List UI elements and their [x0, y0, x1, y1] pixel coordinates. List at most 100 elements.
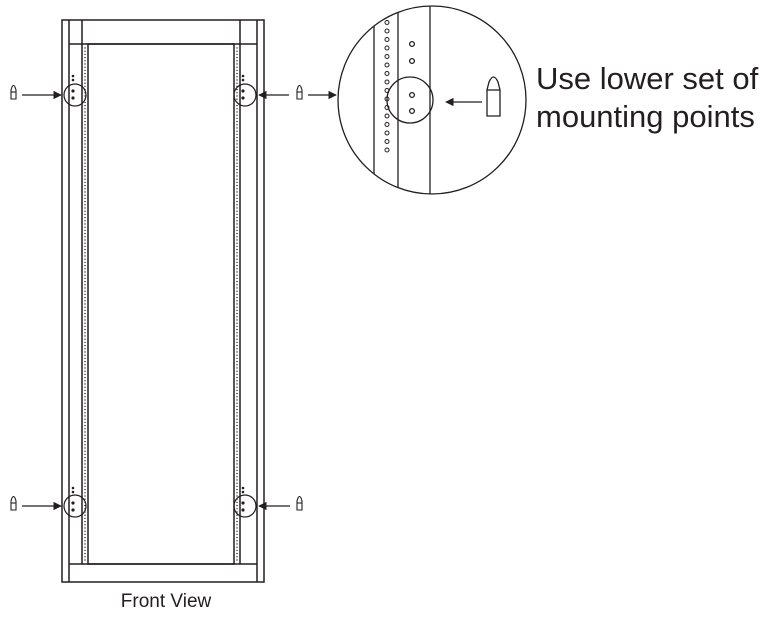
- rail-hole: [84, 85, 86, 88]
- mounting-point-top-left: [63, 83, 87, 107]
- mounting-instruction: Use lower set of mounting points: [536, 60, 758, 136]
- rail-hole: [236, 408, 238, 411]
- rail-hole: [84, 268, 86, 270]
- rail-hole: [84, 181, 86, 184]
- rail-hole: [84, 453, 86, 456]
- rail-hole: [84, 284, 86, 286]
- rail-hole: [84, 258, 86, 260]
- rail-hole: [84, 543, 86, 545]
- rail-hole: [84, 412, 86, 414]
- screw-icon: [10, 495, 17, 511]
- rail-hole: [236, 437, 238, 440]
- rail-hole: [236, 415, 238, 417]
- rail-hole: [84, 204, 86, 206]
- rail-hole: [84, 178, 86, 180]
- detail-magnifier: [337, 5, 527, 195]
- rail-hole: [84, 399, 86, 401]
- rail-hole: [84, 226, 86, 228]
- rail-hole: [84, 450, 86, 452]
- rail-hole: [236, 309, 238, 312]
- rail-hole: [236, 472, 238, 475]
- rail-hole: [236, 344, 238, 347]
- rail-hole: [236, 172, 238, 174]
- rail-hole: [84, 405, 86, 408]
- rail-hole: [236, 364, 238, 366]
- rail-hole: [84, 392, 86, 395]
- detail-rail-hole: [384, 45, 390, 51]
- detail-rail-hole: [384, 130, 390, 136]
- rail-hole: [84, 476, 86, 478]
- rail-hole: [236, 188, 238, 190]
- rail-hole: [84, 255, 86, 257]
- rail-hole: [236, 159, 238, 161]
- rail-hole: [236, 367, 238, 369]
- rail-hole: [236, 543, 238, 545]
- rail-hole: [236, 207, 238, 209]
- rail-hole: [236, 492, 238, 494]
- rail-hole: [84, 159, 86, 161]
- rail-hole: [236, 402, 238, 404]
- rail-hole: [236, 200, 238, 203]
- rail-hole: [84, 463, 86, 465]
- rail-hole: [236, 149, 238, 152]
- rail-hole: [84, 530, 86, 532]
- rail-hole: [236, 229, 238, 232]
- detail-rail-hole: [384, 20, 390, 25]
- rail-hole: [84, 341, 86, 344]
- rail-hole: [236, 252, 238, 254]
- rail-hole: [84, 460, 86, 462]
- rail-hole: [236, 351, 238, 353]
- detail-rail-hole: [384, 11, 390, 17]
- screw-icon: [486, 76, 501, 117]
- rail-hole: [236, 357, 238, 360]
- rail-hole: [236, 181, 238, 184]
- rail-hole: [84, 200, 86, 203]
- rail-hole: [84, 424, 86, 427]
- rail-hole: [84, 184, 86, 187]
- mounting-point-bottom-right: [233, 494, 257, 518]
- rail-hole: [84, 111, 86, 113]
- rail-hole: [236, 47, 238, 49]
- rail-hole: [84, 197, 86, 200]
- rail-hole: [84, 303, 86, 305]
- rail-hole: [236, 63, 238, 65]
- rail-hole: [84, 120, 86, 123]
- rail-hole: [236, 524, 238, 526]
- rail-hole: [84, 418, 86, 420]
- rail-hole: [84, 434, 86, 436]
- rail-hole: [236, 136, 238, 139]
- rail-hole: [84, 376, 86, 379]
- rail-hole: [236, 277, 238, 280]
- rail-hole: [84, 50, 86, 52]
- rail-hole: [84, 152, 86, 155]
- rail-hole: [236, 284, 238, 286]
- rail-hole: [84, 60, 86, 62]
- rail-hole: [84, 322, 86, 324]
- instruction-line-1: Use lower set of: [536, 61, 759, 96]
- detail-mount-hole: [408, 91, 416, 99]
- rail-hole: [84, 495, 86, 497]
- rail-hole: [236, 197, 238, 200]
- rail-hole: [236, 290, 238, 292]
- rail-hole: [84, 191, 86, 193]
- rail-hole: [236, 76, 238, 78]
- rail-hole: [236, 204, 238, 206]
- rail-hole: [236, 488, 238, 491]
- rail-hole: [236, 533, 238, 536]
- rail-hole: [84, 488, 86, 491]
- rail-hole: [84, 546, 86, 548]
- rail-hole: [236, 210, 238, 212]
- rail-hole: [84, 472, 86, 475]
- rail-hole: [84, 428, 86, 430]
- rail-hole: [236, 69, 238, 72]
- rail-hole: [236, 303, 238, 305]
- rail-hole: [84, 386, 86, 388]
- rail-hole: [236, 504, 238, 507]
- rail-hole: [236, 178, 238, 180]
- rail-hole: [84, 357, 86, 360]
- rail-hole: [84, 261, 86, 264]
- rail-hole: [236, 463, 238, 465]
- rail-hole: [236, 424, 238, 427]
- rail-hole: [236, 162, 238, 164]
- rail-hole: [236, 56, 238, 59]
